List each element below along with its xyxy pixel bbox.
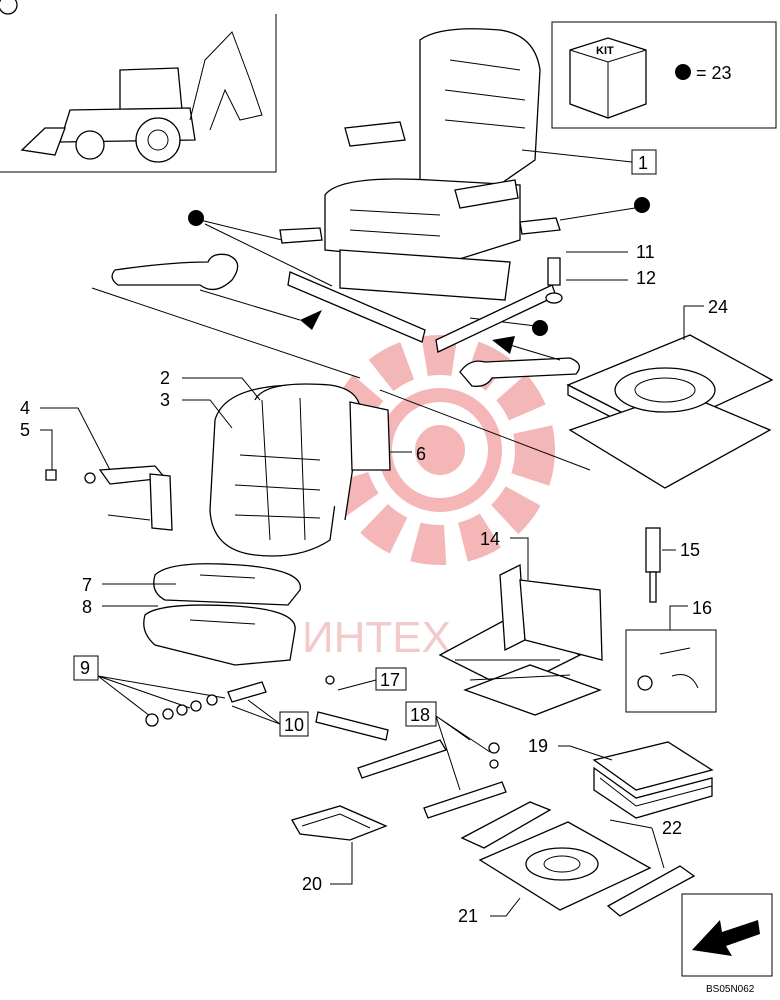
kit-dot-icon bbox=[675, 64, 691, 80]
kit-dot-icon bbox=[634, 197, 650, 213]
callout-24: 24 bbox=[708, 297, 728, 317]
callout-1: 1 bbox=[638, 153, 648, 173]
callout-7: 7 bbox=[82, 575, 92, 595]
callout-18: 18 bbox=[410, 705, 430, 725]
callout-9: 9 bbox=[80, 658, 90, 678]
callout-20: 20 bbox=[302, 874, 322, 894]
callout-19: 19 bbox=[528, 736, 548, 756]
part-base-plate bbox=[460, 801, 696, 917]
kit-legend: KIT = 23 bbox=[551, 21, 777, 129]
part-hardware bbox=[145, 681, 267, 727]
callout-2: 2 bbox=[160, 368, 170, 388]
callout-17: 17 bbox=[380, 670, 400, 690]
kit-dot-icon bbox=[532, 320, 548, 336]
callout-16: 16 bbox=[692, 598, 712, 618]
callout-5: 5 bbox=[20, 420, 30, 440]
part-swivel-plate bbox=[566, 334, 774, 489]
kit-equals: = 23 bbox=[696, 63, 732, 83]
callout-22: 22 bbox=[662, 818, 682, 838]
callout-14: 14 bbox=[480, 529, 500, 549]
drawing-code: BS05N062 bbox=[706, 984, 755, 995]
part-backrest bbox=[209, 383, 391, 557]
machine-thumbnail bbox=[0, 0, 277, 173]
part-seat-cushion bbox=[143, 563, 301, 666]
callout-11: 11 bbox=[636, 242, 655, 262]
part-armrest bbox=[45, 465, 173, 531]
callout-12: 12 bbox=[636, 268, 656, 288]
callout-21: 21 bbox=[458, 906, 478, 926]
kit-label: KIT bbox=[596, 45, 614, 57]
callout-4: 4 bbox=[20, 398, 30, 418]
callout-8: 8 bbox=[82, 597, 92, 617]
part-handle bbox=[291, 805, 388, 841]
callout-15: 15 bbox=[680, 540, 700, 560]
part-bellows bbox=[592, 741, 714, 819]
callout-3: 3 bbox=[160, 390, 170, 410]
callout-6: 6 bbox=[416, 444, 426, 464]
part-shock-absorber bbox=[645, 527, 661, 603]
part-suspension bbox=[438, 563, 603, 716]
kit-dot-icon bbox=[188, 210, 204, 226]
next-page-arrow-icon[interactable] bbox=[681, 893, 773, 977]
watermark-text: ИНТЕХ bbox=[302, 613, 451, 662]
part-seat-assembly bbox=[324, 28, 541, 301]
callout-10: 10 bbox=[284, 715, 304, 735]
